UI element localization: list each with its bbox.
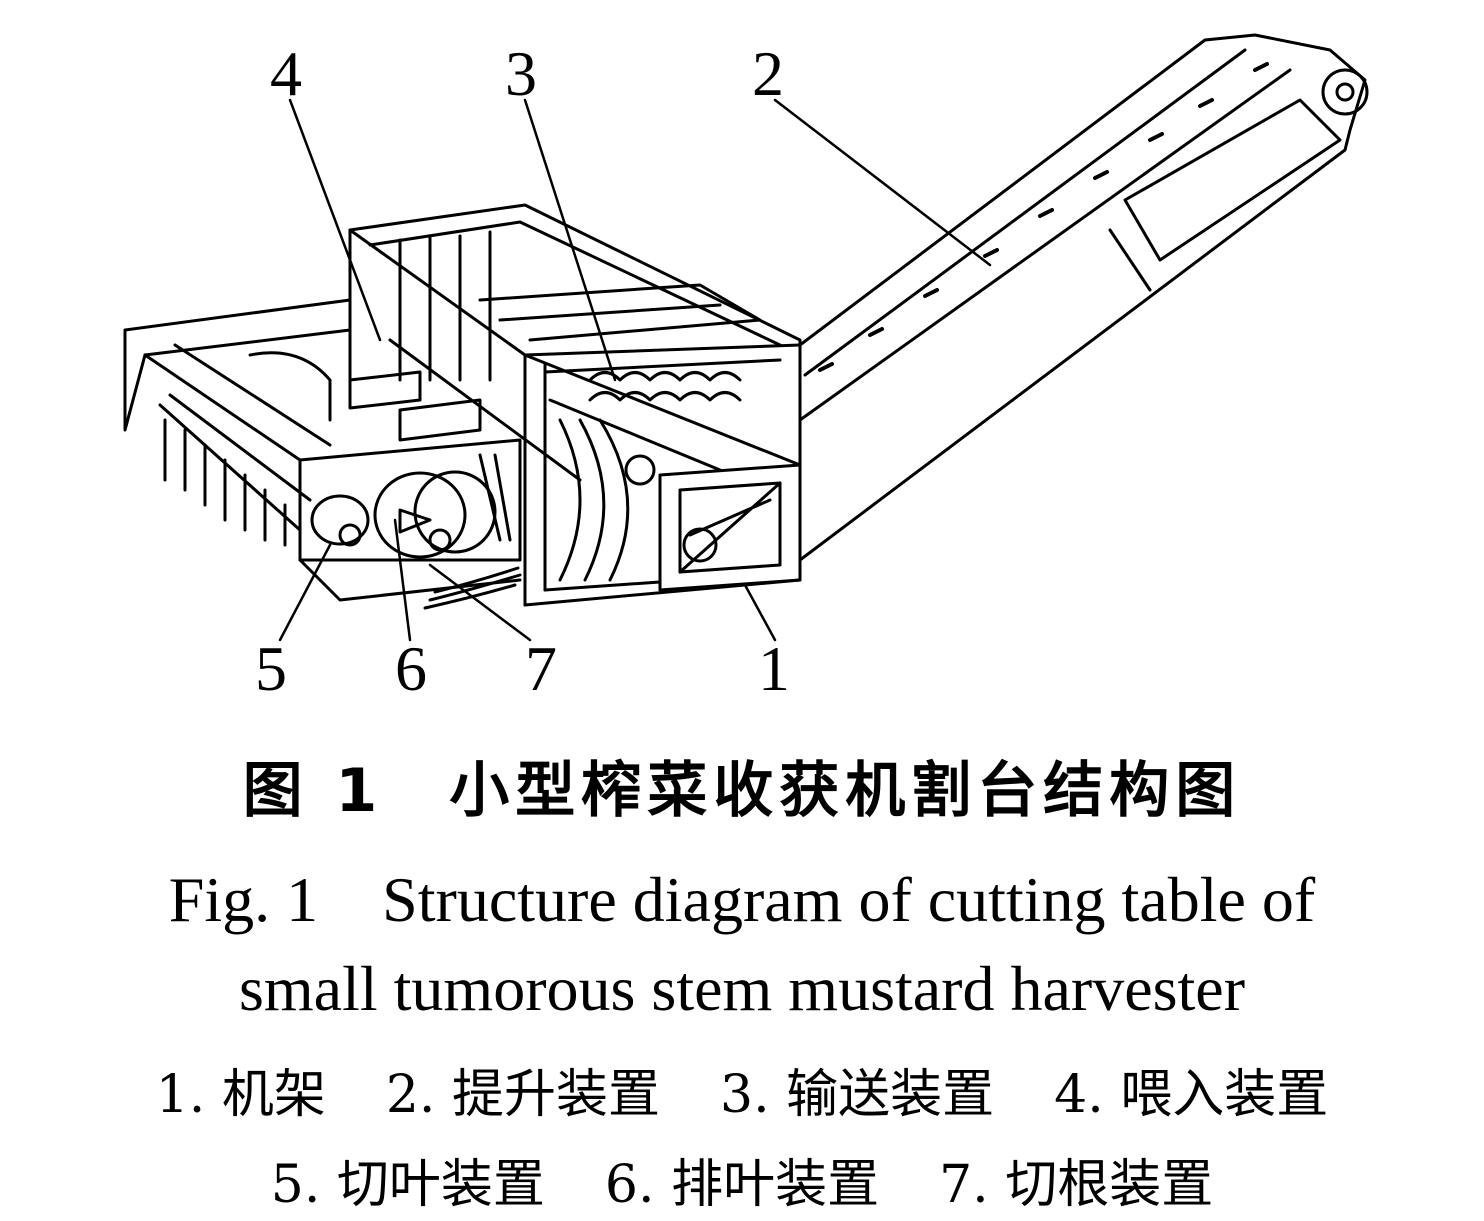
feeding-device: [348, 338, 582, 482]
machine-frame: [523, 463, 802, 607]
caption-chinese: 图 1 小型榨菜收获机割台结构图: [242, 756, 1242, 826]
conveying-device: [548, 371, 742, 582]
callout-6: 6: [395, 633, 427, 704]
callout-7: 7: [525, 633, 557, 704]
callout-1: 1: [758, 633, 790, 704]
callout-4: 4: [270, 38, 302, 109]
leaf-cutting-device: [158, 393, 370, 547]
legend-item-6: 6. 排叶装置: [604, 1155, 880, 1215]
root-cutting-device: [423, 566, 522, 610]
caption-english-line-2: small tumorous stem mustard harvester: [238, 953, 1246, 1024]
leader-lines: [278, 98, 992, 642]
legend-line-2: 5. 切叶装置 6. 排叶装置 7. 切根装置: [0, 1142, 1484, 1217]
legend-item-2: 2. 提升装置: [385, 1065, 660, 1125]
legend-line-1: 1. 机架 2. 提升装置 3. 输送装置 4. 喂入装置: [0, 1052, 1484, 1127]
legend-item-5: 5. 切叶装置: [270, 1155, 545, 1215]
harvester-line-art: 4 3 2 5 6 7 1: [123, 33, 1369, 704]
upper-frame: [348, 203, 802, 607]
callout-5: 5: [255, 633, 287, 704]
legend-item-4: 4. 喂入装置: [1054, 1065, 1329, 1125]
caption-english-line-1: Fig. 1 Structure diagram of cutting tabl…: [168, 864, 1316, 935]
lifting-conveyor: [798, 33, 1369, 562]
leaf-discharge-device: [373, 470, 497, 559]
legend-item-3: 3. 输送装置: [720, 1065, 995, 1125]
legend-item-7: 7. 切根装置: [939, 1155, 1214, 1215]
callout-2: 2: [752, 38, 784, 109]
callout-3: 3: [505, 38, 537, 109]
callout-labels: 4 3 2 5 6 7 1: [255, 38, 790, 704]
legend-item-1: 1. 机架: [155, 1065, 326, 1125]
harvester-structure-drawing: 4 3 2 5 6 7 1: [123, 33, 1369, 704]
cutting-table-housing: [123, 298, 522, 602]
